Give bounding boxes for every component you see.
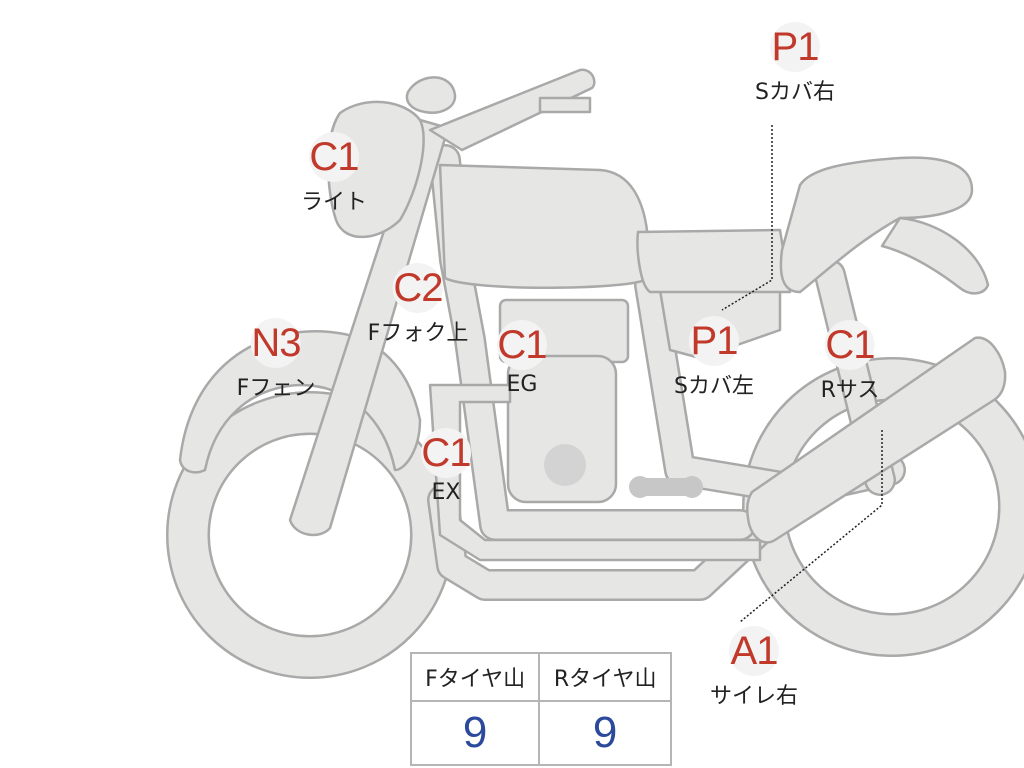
seat-back (779, 156, 974, 294)
condition-code-badge: A1 (728, 626, 779, 676)
part-label: Rサス (820, 378, 880, 403)
rear-fender (880, 216, 990, 295)
rear-tire-tread-header: Rタイヤ山 (538, 652, 672, 702)
marker-light: C1 ライト (301, 132, 367, 216)
marker-rear-suspension: C1 Rサス (820, 320, 880, 404)
rear-tire-tread-value: 9 (538, 700, 672, 766)
part-label: EG (506, 372, 538, 397)
part-label: Fフォク上 (367, 321, 469, 346)
front-tire-tread-value: 9 (409, 700, 541, 766)
marker-front-fender: N3 Fフェン (236, 318, 316, 402)
leader-line-silencer-right (739, 430, 883, 623)
part-label: Sカバ左 (674, 374, 754, 399)
exhaust-pipe (428, 383, 762, 562)
marker-silencer-right: A1 サイレ右 (710, 626, 798, 710)
part-label: サイレ右 (709, 684, 799, 709)
part-label: Sカバ右 (755, 80, 835, 105)
marker-side-cover-left: P1 Sカバ左 (674, 316, 754, 400)
condition-code-badge: C2 (393, 263, 444, 313)
condition-code-badge: P1 (770, 22, 820, 72)
condition-code-badge: C1 (308, 132, 360, 182)
seat (636, 228, 792, 294)
leader-line-side-cover-right (721, 125, 773, 311)
condition-code-badge: C1 (421, 428, 472, 478)
fuel-tank (438, 163, 650, 290)
marker-exhaust: C1 EX (421, 428, 472, 505)
marker-side-cover-right: P1 Sカバ右 (755, 22, 835, 106)
condition-code-badge: C1 (497, 320, 548, 370)
handlebar (428, 68, 596, 152)
front-fork (288, 118, 450, 537)
condition-code-badge: N3 (251, 318, 302, 368)
marker-engine: C1 EG (497, 320, 548, 397)
condition-code-badge: C1 (824, 320, 876, 370)
marker-fork-upper: C2 Fフォク上 (367, 263, 469, 347)
part-label: ライト (300, 190, 368, 215)
handlebar-grip (538, 96, 592, 114)
part-label: EX (431, 480, 461, 505)
tire-tread-table: Fタイヤ山 Rタイヤ山 9 9 (409, 652, 672, 766)
headlight-top (405, 76, 457, 114)
part-label: Fフェン (236, 376, 316, 401)
silencer (745, 336, 1007, 544)
front-tire-tread-header: Fタイヤ山 (409, 652, 541, 702)
condition-code-badge: P1 (689, 316, 739, 366)
